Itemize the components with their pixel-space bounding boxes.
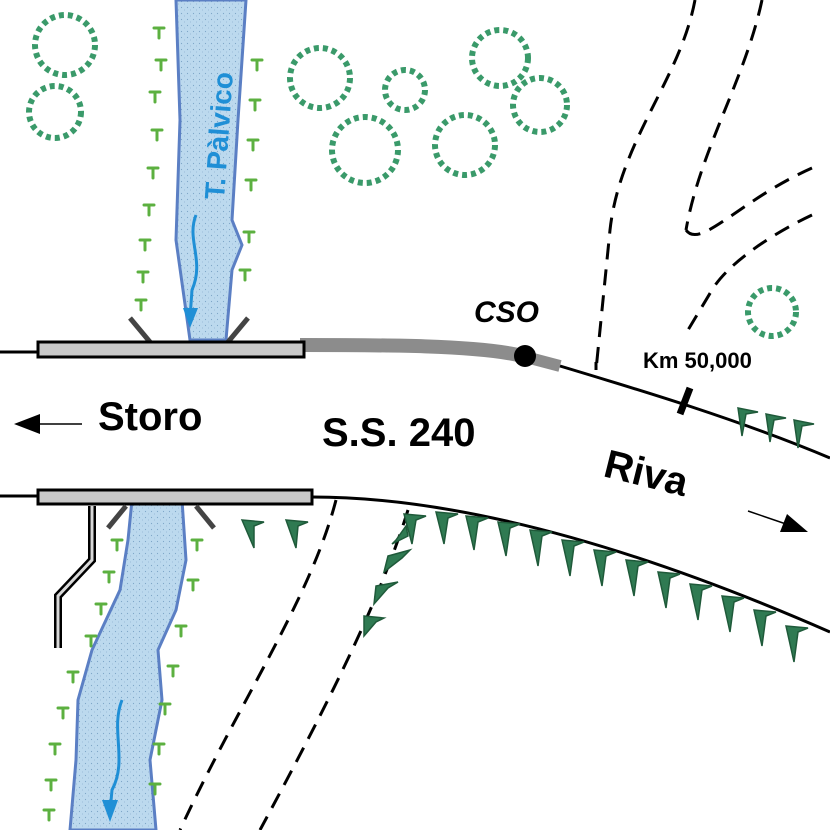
- tree-icon: [26, 83, 84, 141]
- cso-label: CSO: [474, 296, 539, 329]
- km-label: Km 50,000: [643, 348, 752, 373]
- tree-icon: [745, 285, 799, 339]
- km-marker: [676, 386, 694, 416]
- left-arrow-icon: [14, 414, 82, 434]
- vegetation: [26, 12, 799, 339]
- road-upper-edge: [0, 338, 830, 460]
- bridge-upper: [36, 316, 306, 359]
- tree-icon: [469, 27, 531, 89]
- flow-arrow-icon: [102, 800, 118, 822]
- cso-point: [514, 345, 536, 367]
- terrain-dashed-lines: [178, 0, 813, 830]
- riparian-vegetation: [42, 26, 264, 822]
- river-lower: [68, 498, 188, 830]
- river-upper: [174, 0, 248, 342]
- tree-icon: [287, 45, 353, 111]
- bridge-lower: [36, 488, 314, 530]
- riva-label: Riva: [600, 442, 693, 505]
- scarp-ticks: [240, 407, 815, 663]
- scarp-tick-icon: [793, 419, 815, 449]
- tree-icon: [32, 12, 98, 78]
- tree-icon: [329, 114, 401, 186]
- storo-label: Storo: [98, 395, 202, 439]
- flow-arrow-icon: [183, 308, 198, 328]
- tree-icon: [510, 75, 570, 135]
- scarp-tick-icon: [737, 407, 759, 437]
- tree-icon: [382, 67, 428, 113]
- scarp-tick-icon: [765, 413, 787, 443]
- road-lower-edge: [0, 494, 830, 634]
- tree-icon: [432, 112, 498, 178]
- right-arrow-icon: [747, 510, 808, 532]
- road-label: S.S. 240: [322, 411, 475, 455]
